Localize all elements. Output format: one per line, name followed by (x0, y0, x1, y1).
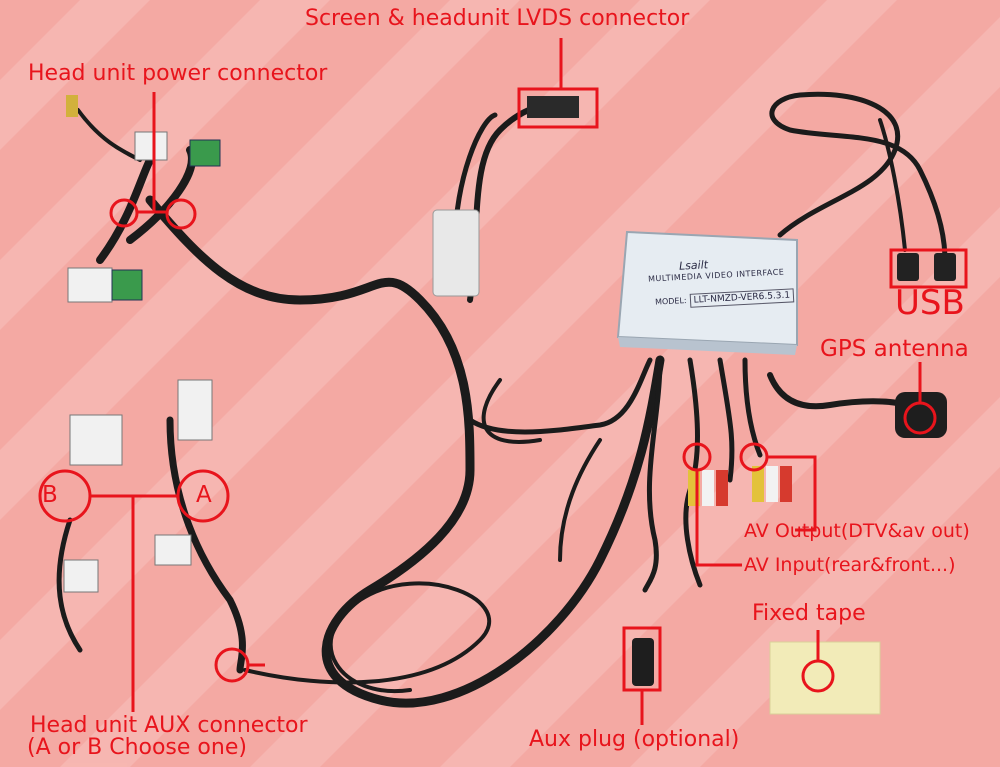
marker-b-label: B (42, 482, 58, 508)
label-fixed-tape: Fixed tape (752, 601, 866, 626)
power-connector-green (189, 139, 221, 167)
lvds-plug (527, 96, 579, 118)
usb-plug-2 (934, 253, 956, 281)
label-av-input: AV Input(rear&front...) (744, 554, 956, 576)
aux-connector-a (177, 379, 213, 441)
aux-connector-a-bottom (154, 534, 192, 566)
usb-highlight-box (889, 248, 968, 289)
label-lvds-connector: Screen & headunit LVDS connector (305, 6, 690, 31)
rca-plug-yellow (66, 95, 78, 117)
power-connector-white-2 (67, 267, 113, 303)
power-marker-right (165, 198, 197, 230)
device-model-prefix: MODEL: (654, 295, 687, 307)
usb-plug-1 (897, 253, 919, 281)
label-aux-connector: Head unit AUX connector (30, 713, 308, 738)
label-aux-plug: Aux plug (optional) (529, 727, 740, 752)
marker-a-label: A (196, 482, 212, 508)
power-marker-left (109, 198, 139, 228)
aux-plug (632, 638, 654, 686)
label-usb: USB (895, 283, 965, 323)
label-aux-connector-note: (A or B Choose one) (27, 735, 247, 760)
device-logo: Lsailt (678, 258, 709, 273)
aux-connector-b (69, 414, 123, 466)
video-interface-box (616, 230, 798, 355)
power-connector-green-2 (111, 269, 143, 301)
aux-connector-b-bottom (63, 559, 99, 593)
power-connector-white (134, 131, 168, 161)
label-power-connector: Head unit power connector (28, 61, 328, 86)
fixed-tape (769, 641, 881, 715)
lvds-highlight-box (517, 87, 599, 129)
inline-module (432, 209, 480, 297)
label-av-output: AV Output(DTV&av out) (744, 520, 970, 542)
label-gps-antenna: GPS antenna (820, 336, 969, 362)
annotations (38, 38, 968, 725)
